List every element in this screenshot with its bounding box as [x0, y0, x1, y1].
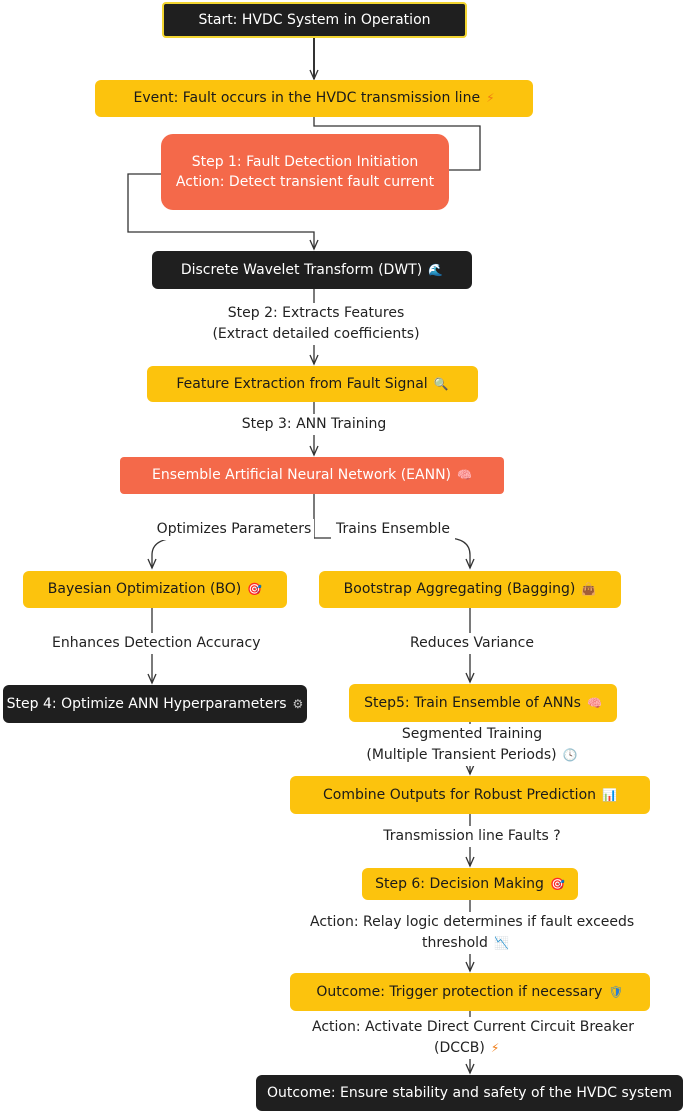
target-icon: 🎯: [549, 877, 565, 891]
trigger-protection-node: Outcome: Trigger protection if necessary…: [290, 973, 650, 1011]
step1-action: Action: Detect transient fault current: [175, 174, 435, 190]
combine-outputs-node: Combine Outputs for Robust Prediction 📊: [290, 776, 650, 814]
lightning-icon: ⚡: [490, 1041, 500, 1055]
enhances-accuracy-label: Enhances Detection Accuracy: [50, 633, 260, 654]
start-node: Start: HVDC System in Operation: [162, 2, 467, 38]
chart-down-icon: 📉: [493, 936, 509, 950]
bayesian-optimization-label: Bayesian Optimization (BO): [47, 581, 242, 597]
magnifier-icon: 🔍: [433, 377, 449, 391]
activate-dccb-line1: Action: Activate Direct Current Circuit …: [312, 1019, 634, 1035]
segmented-training-line2: (Multiple Transient Periods): [366, 747, 557, 763]
decision-making-node: Step 6: Decision Making 🎯: [362, 868, 578, 900]
relay-logic-line1: Action: Relay logic determines if fault …: [310, 914, 635, 930]
segmented-training-line1: Segmented Training: [401, 726, 543, 742]
stability-outcome-label: Outcome: Ensure stability and safety of …: [266, 1085, 673, 1101]
dwt-node: Discrete Wavelet Transform (DWT) 🌊: [152, 251, 472, 289]
relay-logic-label: Action: Relay logic determines if fault …: [308, 912, 635, 954]
bar-chart-icon: 📊: [602, 788, 617, 802]
combine-outputs-label: Combine Outputs for Robust Prediction: [323, 787, 597, 803]
activate-dccb-label: Action: Activate Direct Current Circuit …: [310, 1017, 634, 1059]
bayesian-optimization-node: Bayesian Optimization (BO) 🎯: [23, 571, 287, 608]
brain-icon: 🧠: [586, 696, 602, 710]
trains-ensemble-label: Trains Ensemble: [331, 519, 455, 540]
optimizes-parameters-text: Optimizes Parameters: [156, 521, 312, 537]
start-node-label: Start: HVDC System in Operation: [198, 12, 431, 28]
step4-node: Step 4: Optimize ANN Hyperparameters ⚙: [3, 685, 307, 723]
dwt-node-label: Discrete Wavelet Transform (DWT): [180, 262, 423, 278]
faults-question-label: Transmission line Faults ?: [372, 826, 572, 847]
step1-node: Step 1: Fault Detection Initiation Actio…: [161, 134, 449, 210]
clock-icon: 🕓: [562, 748, 578, 762]
eann-node-label: Ensemble Artificial Neural Network (EANN…: [152, 467, 452, 483]
activate-dccb-line2-wrap: (DCCB) ⚡: [312, 1038, 632, 1059]
step3-label: Step 3: ANN Training: [229, 414, 399, 435]
decision-making-label: Step 6: Decision Making: [375, 876, 544, 892]
step1-title: Step 1: Fault Detection Initiation: [191, 154, 419, 170]
shield-icon: 🛡: [608, 985, 624, 999]
wave-icon: 🌊: [428, 263, 444, 277]
reduces-variance-label: Reduces Variance: [405, 633, 539, 654]
step2-label-line1: Step 2: Extracts Features: [227, 305, 405, 321]
reduces-variance-text: Reduces Variance: [409, 635, 534, 651]
arrow-eann-bagging: [314, 537, 475, 570]
trains-ensemble-text: Trains Ensemble: [336, 521, 450, 537]
optimizes-parameters-label: Optimizes Parameters: [154, 519, 314, 540]
step5-node-label: Step5: Train Ensemble of ANNs: [364, 695, 581, 711]
bagging-node-label: Bootstrap Aggregating (Bagging): [343, 581, 576, 597]
segmented-training-label: Segmented Training (Multiple Transient P…: [354, 724, 590, 766]
event-node-label: Event: Fault occurs in the HVDC transmis…: [133, 90, 481, 106]
step3-label-text: Step 3: ANN Training: [241, 416, 387, 432]
brain-icon: 🧠: [457, 468, 472, 482]
event-node: Event: Fault occurs in the HVDC transmis…: [95, 80, 533, 117]
step5-node: Step5: Train Ensemble of ANNs 🧠: [349, 684, 617, 722]
step4-node-label: Step 4: Optimize ANN Hyperparameters: [6, 696, 287, 712]
arrow-step1-dwt: [127, 173, 319, 251]
activate-dccb-line2: (DCCB): [434, 1040, 485, 1056]
faults-question-text: Transmission line Faults ?: [383, 828, 561, 844]
step2-label-line2: (Extract detailed coefficients): [212, 326, 420, 342]
gear-icon: ⚙: [292, 697, 304, 711]
connector-event-step1: [313, 117, 481, 171]
feature-extraction-label: Feature Extraction from Fault Signal: [176, 376, 428, 392]
lightning-icon: ⚡: [486, 91, 495, 105]
bag-icon: 👜: [581, 582, 597, 596]
trigger-protection-label: Outcome: Trigger protection if necessary: [316, 984, 603, 1000]
stability-outcome-node: Outcome: Ensure stability and safety of …: [256, 1075, 683, 1111]
relay-logic-line2: threshold: [422, 935, 488, 951]
feature-extraction-node: Feature Extraction from Fault Signal 🔍: [147, 366, 478, 402]
relay-logic-line2-wrap: threshold 📉: [310, 933, 630, 954]
bagging-node: Bootstrap Aggregating (Bagging) 👜: [319, 571, 621, 608]
segmented-training-line2-wrap: (Multiple Transient Periods) 🕓: [356, 745, 588, 766]
target-icon: 🎯: [247, 582, 263, 596]
enhances-accuracy-text: Enhances Detection Accuracy: [52, 635, 261, 651]
eann-node: Ensemble Artificial Neural Network (EANN…: [120, 457, 504, 494]
step2-label: Step 2: Extracts Features (Extract detai…: [205, 303, 427, 345]
